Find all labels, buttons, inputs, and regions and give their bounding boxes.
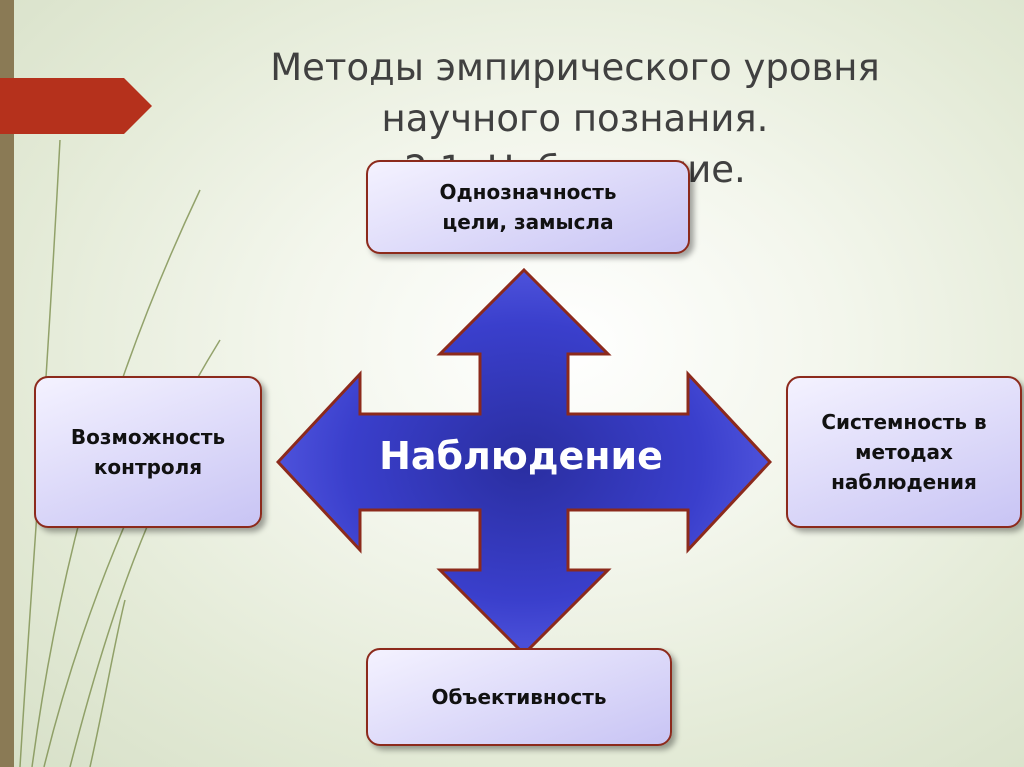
box-left-text: Возможность контроля xyxy=(70,425,226,479)
box-bottom-text: Объективность xyxy=(431,685,607,709)
center-label: Наблюдение xyxy=(379,434,663,478)
title-accent-tab xyxy=(0,78,152,134)
box-top-goal: Однозначность цели, замысла xyxy=(366,160,690,254)
box-left-control: Возможность контроля xyxy=(34,376,262,528)
box-right-text: Системность в методах наблюдения xyxy=(821,410,987,494)
box-top-text: Однозначность цели, замысла xyxy=(439,180,617,234)
title-line-1: Методы эмпирического уровня xyxy=(270,46,880,89)
title-line-2: научного познания. xyxy=(381,97,769,140)
side-bar-decoration xyxy=(0,0,14,767)
box-bottom-objectivity: Объективность xyxy=(366,648,672,746)
box-right-system: Системность в методах наблюдения xyxy=(786,376,1022,528)
